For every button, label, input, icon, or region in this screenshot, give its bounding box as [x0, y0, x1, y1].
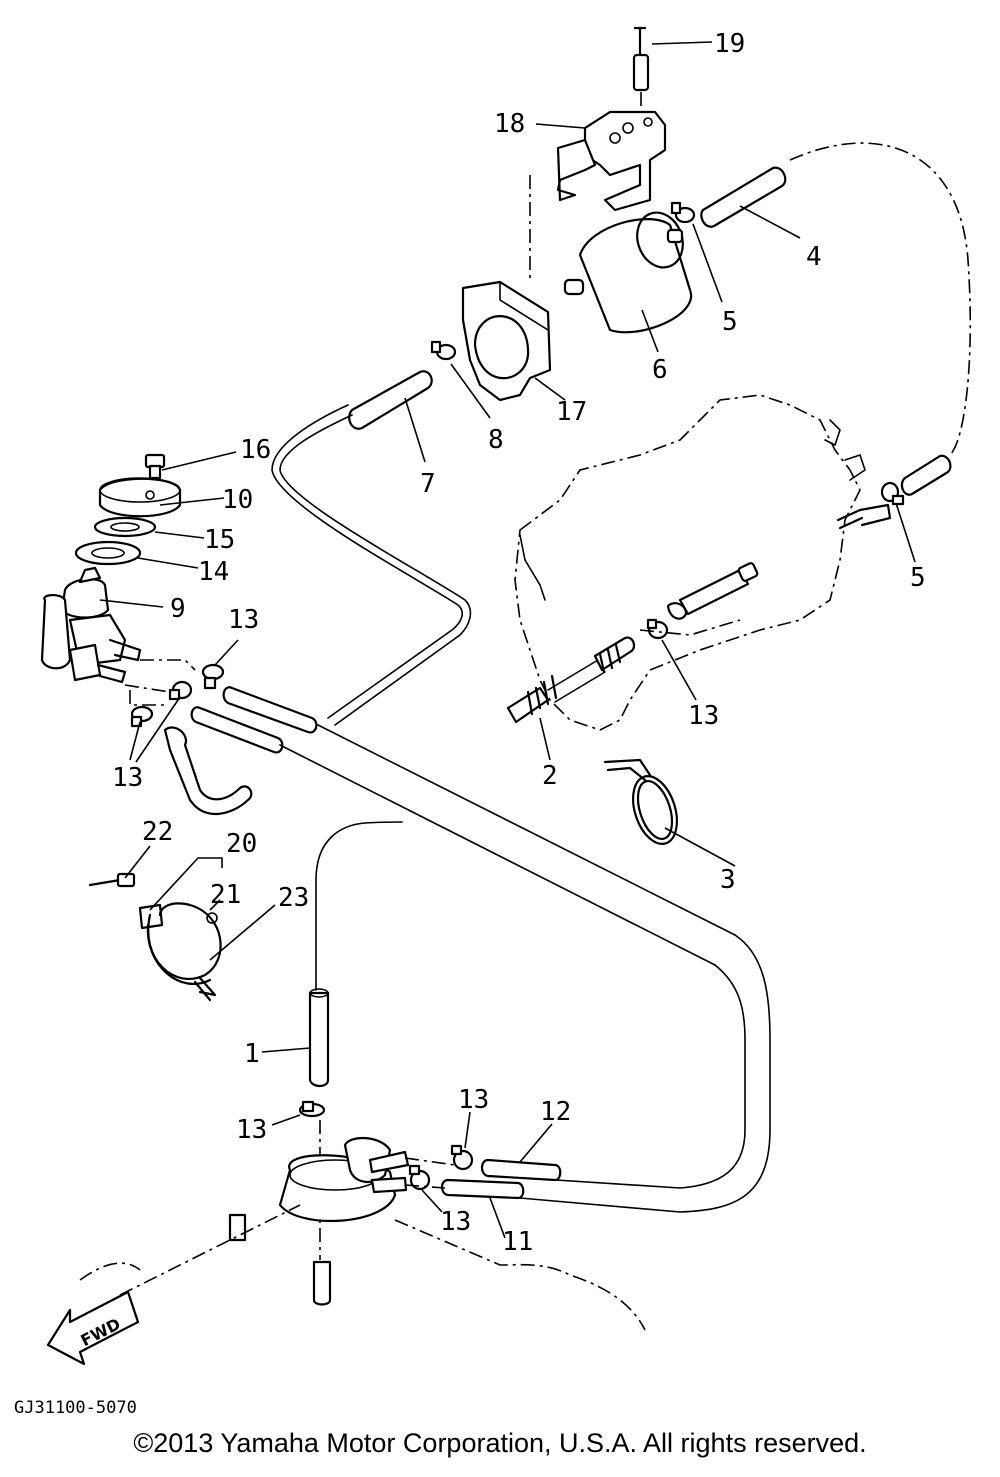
part-label-5-upper: 5	[722, 307, 738, 337]
part-label-11: 11	[502, 1227, 533, 1257]
fwd-arrow-icon: FWD	[46, 1290, 140, 1366]
part-label-14: 14	[198, 557, 229, 587]
clamp-5-lower	[880, 481, 905, 506]
hose-7	[271, 370, 472, 726]
part-label-13-bottom-left: 13	[236, 1115, 267, 1145]
part-label-8: 8	[488, 425, 504, 455]
clamp-8	[430, 340, 457, 361]
fitting-right	[836, 503, 892, 530]
clamp-5-upper	[670, 201, 696, 224]
part-label-1: 1	[244, 1039, 260, 1069]
fuel-system-diagram: FWD 19 18 4 5	[14, 26, 972, 1418]
part-label-10: 10	[222, 485, 253, 515]
leader-lines	[99, 41, 916, 1239]
fuel-cock-9	[40, 566, 196, 706]
part-label-13-bottom-center: 13	[458, 1085, 489, 1115]
part-label-17: 17	[556, 397, 587, 427]
copyright-notice: ©2013 Yamaha Motor Corporation, U.S.A. A…	[133, 1428, 867, 1458]
screw-16	[144, 453, 166, 480]
knob-10	[98, 477, 182, 518]
hose-end-right	[900, 454, 952, 496]
clamp-13-hose11	[408, 1164, 431, 1191]
part-label-2: 2	[542, 761, 558, 791]
drawing-code: GJ31100-5070	[14, 1398, 137, 1418]
part-label-13-left-top: 13	[228, 605, 259, 635]
part-label-21: 21	[210, 880, 241, 910]
engine-block-outline	[514, 394, 866, 731]
part-label-3: 3	[720, 865, 736, 895]
part-label-16: 16	[240, 435, 271, 465]
part-label-4: 4	[806, 242, 822, 272]
main-fuel-hose	[519, 934, 771, 1213]
part-label-9: 9	[170, 594, 186, 624]
part-label-19: 19	[714, 29, 745, 59]
part-label-20: 20	[226, 829, 257, 859]
clamp-13-left-b	[168, 680, 193, 701]
hose-1	[308, 821, 403, 1306]
part-label-7: 7	[420, 469, 436, 499]
part-label-5-lower: 5	[910, 563, 926, 593]
clamp-13-left-a	[201, 663, 225, 690]
plate-14	[74, 540, 142, 566]
hose-12	[480, 1158, 562, 1182]
clamp-13-bottom	[298, 1100, 326, 1118]
engine-fittings	[639, 562, 759, 636]
fuel-filter-6	[563, 211, 693, 334]
washer-15	[93, 516, 157, 538]
part-label-13-bottom-right: 13	[440, 1207, 471, 1237]
part-label-18: 18	[494, 109, 525, 139]
part-number-labels: 19 18 4 5 6 17 8 7 16 10 15 14 9 13 13 1…	[14, 29, 926, 1418]
bracket-18	[529, 110, 667, 280]
part-label-13-left-bottom: 13	[112, 763, 143, 793]
hose-11	[440, 1178, 525, 1200]
band-clamp-3	[603, 758, 678, 845]
part-label-12: 12	[540, 1097, 571, 1127]
filter-holder-17	[461, 280, 552, 402]
part-label-15: 15	[204, 525, 235, 555]
hose-4	[700, 142, 972, 456]
strap-assembly-20	[88, 872, 222, 1002]
clamp-13-hose12	[450, 1144, 474, 1171]
rivet-19	[632, 26, 650, 118]
clamp-13-left-c	[130, 705, 154, 728]
part-label-6: 6	[652, 355, 668, 385]
part-label-22: 22	[142, 817, 173, 847]
fuel-tank-outline	[79, 1137, 646, 1331]
hose-segments-left	[163, 686, 736, 966]
clamp-13-engine	[646, 618, 669, 640]
hose-2	[506, 636, 636, 724]
part-label-23: 23	[278, 883, 309, 913]
part-label-13-engine: 13	[688, 701, 719, 731]
